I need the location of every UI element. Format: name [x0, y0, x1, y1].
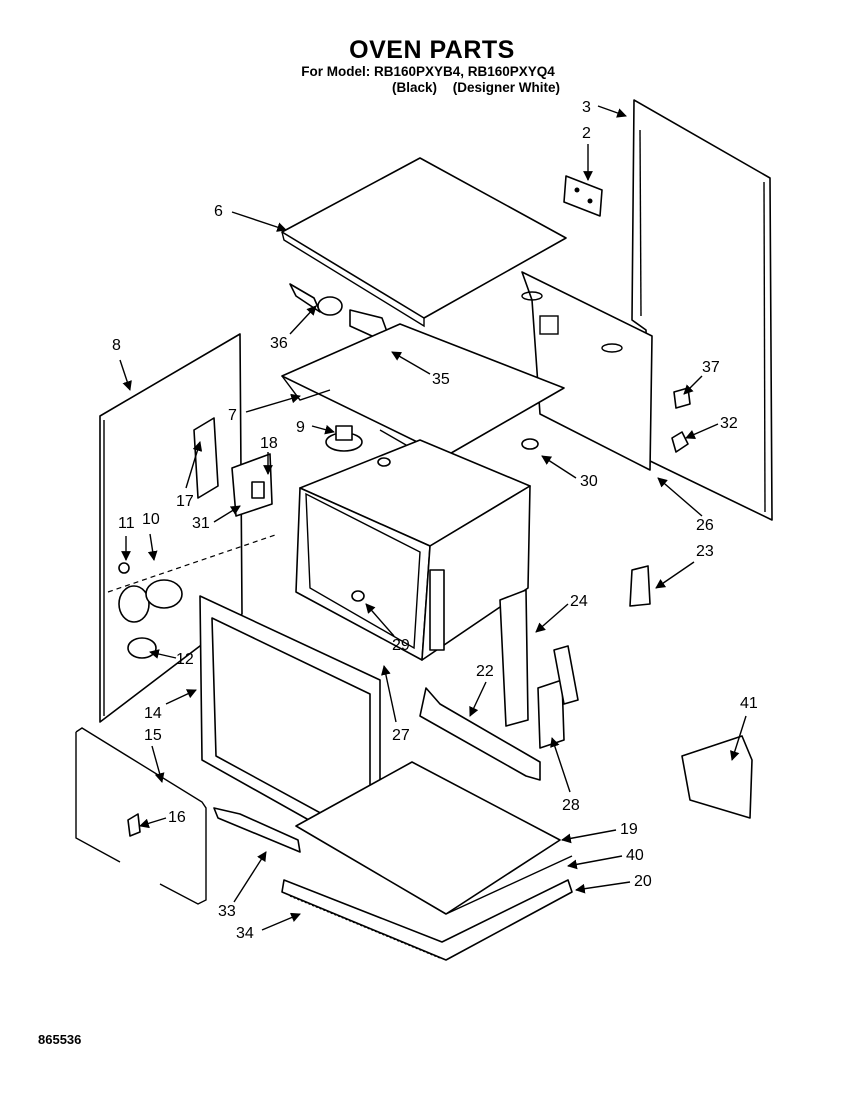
model-numbers: For Model: RB160PXYB4, RB160PXYQ4	[301, 64, 555, 79]
callout-34: 34	[236, 925, 254, 942]
callout-9: 9	[296, 419, 305, 436]
callout-19: 19	[620, 821, 638, 838]
clip-16	[127, 813, 141, 837]
callout-6: 6	[214, 203, 223, 220]
callout-12: 12	[176, 651, 194, 668]
rear-bracket	[563, 175, 603, 217]
callout-20: 20	[634, 873, 652, 890]
callout-37: 37	[702, 359, 720, 376]
callout-23: 23	[696, 543, 714, 560]
callout-32: 32	[720, 415, 738, 432]
callout-24: 24	[570, 593, 588, 610]
callout-27: 27	[392, 727, 410, 744]
callout-16: 16	[168, 809, 186, 826]
bottom-panel	[213, 761, 573, 961]
hinge-28	[537, 679, 565, 749]
door-gasket	[75, 727, 207, 905]
callout-17: 17	[176, 493, 194, 510]
callout-40: 40	[626, 847, 644, 864]
page-title: OVEN PARTS	[349, 36, 515, 64]
callout-28: 28	[562, 797, 580, 814]
callout-35: 35	[432, 371, 450, 388]
callout-41: 41	[740, 695, 758, 712]
callout-7: 7	[228, 407, 237, 424]
thermostat-bulb	[325, 425, 363, 452]
top-panel	[281, 157, 567, 328]
variant-white: (Designer White)	[452, 80, 561, 95]
switch-bracket	[231, 453, 273, 517]
oven-cavity	[295, 439, 531, 661]
leader-arrows	[119, 105, 747, 931]
callout-15: 15	[144, 727, 162, 744]
callout-22: 22	[476, 663, 494, 680]
callout-14: 14	[144, 705, 162, 722]
back-shield	[521, 271, 653, 471]
callout-30: 30	[580, 473, 598, 490]
callout-3: 3	[582, 99, 591, 116]
callout-labels: 3 2 6 36 35 8 7 9 37 32 30 18 17 31 11 1…	[112, 99, 758, 942]
callout-2: 2	[582, 125, 591, 142]
callout-10: 10	[142, 511, 160, 528]
callout-18: 18	[260, 435, 278, 452]
callout-26: 26	[696, 517, 714, 534]
lamp-assembly	[118, 562, 183, 659]
callout-11: 11	[118, 515, 135, 532]
document-number: 865536	[38, 1032, 82, 1047]
color-variants: (Black) (Designer White)	[44, 80, 864, 95]
bracket-23	[629, 565, 651, 607]
plug-30	[521, 438, 539, 450]
variant-black: (Black)	[391, 80, 437, 95]
callout-36: 36	[270, 335, 288, 352]
terminal-block	[671, 431, 689, 453]
callout-29: 29	[392, 637, 410, 654]
callout-33: 33	[218, 903, 236, 920]
hinge-24	[499, 589, 529, 727]
hinge-spring	[553, 645, 579, 705]
rear-panel	[631, 99, 773, 521]
support-22	[419, 687, 541, 781]
cover-41	[681, 735, 753, 819]
callout-8: 8	[112, 337, 121, 354]
callout-31: 31	[192, 515, 210, 532]
